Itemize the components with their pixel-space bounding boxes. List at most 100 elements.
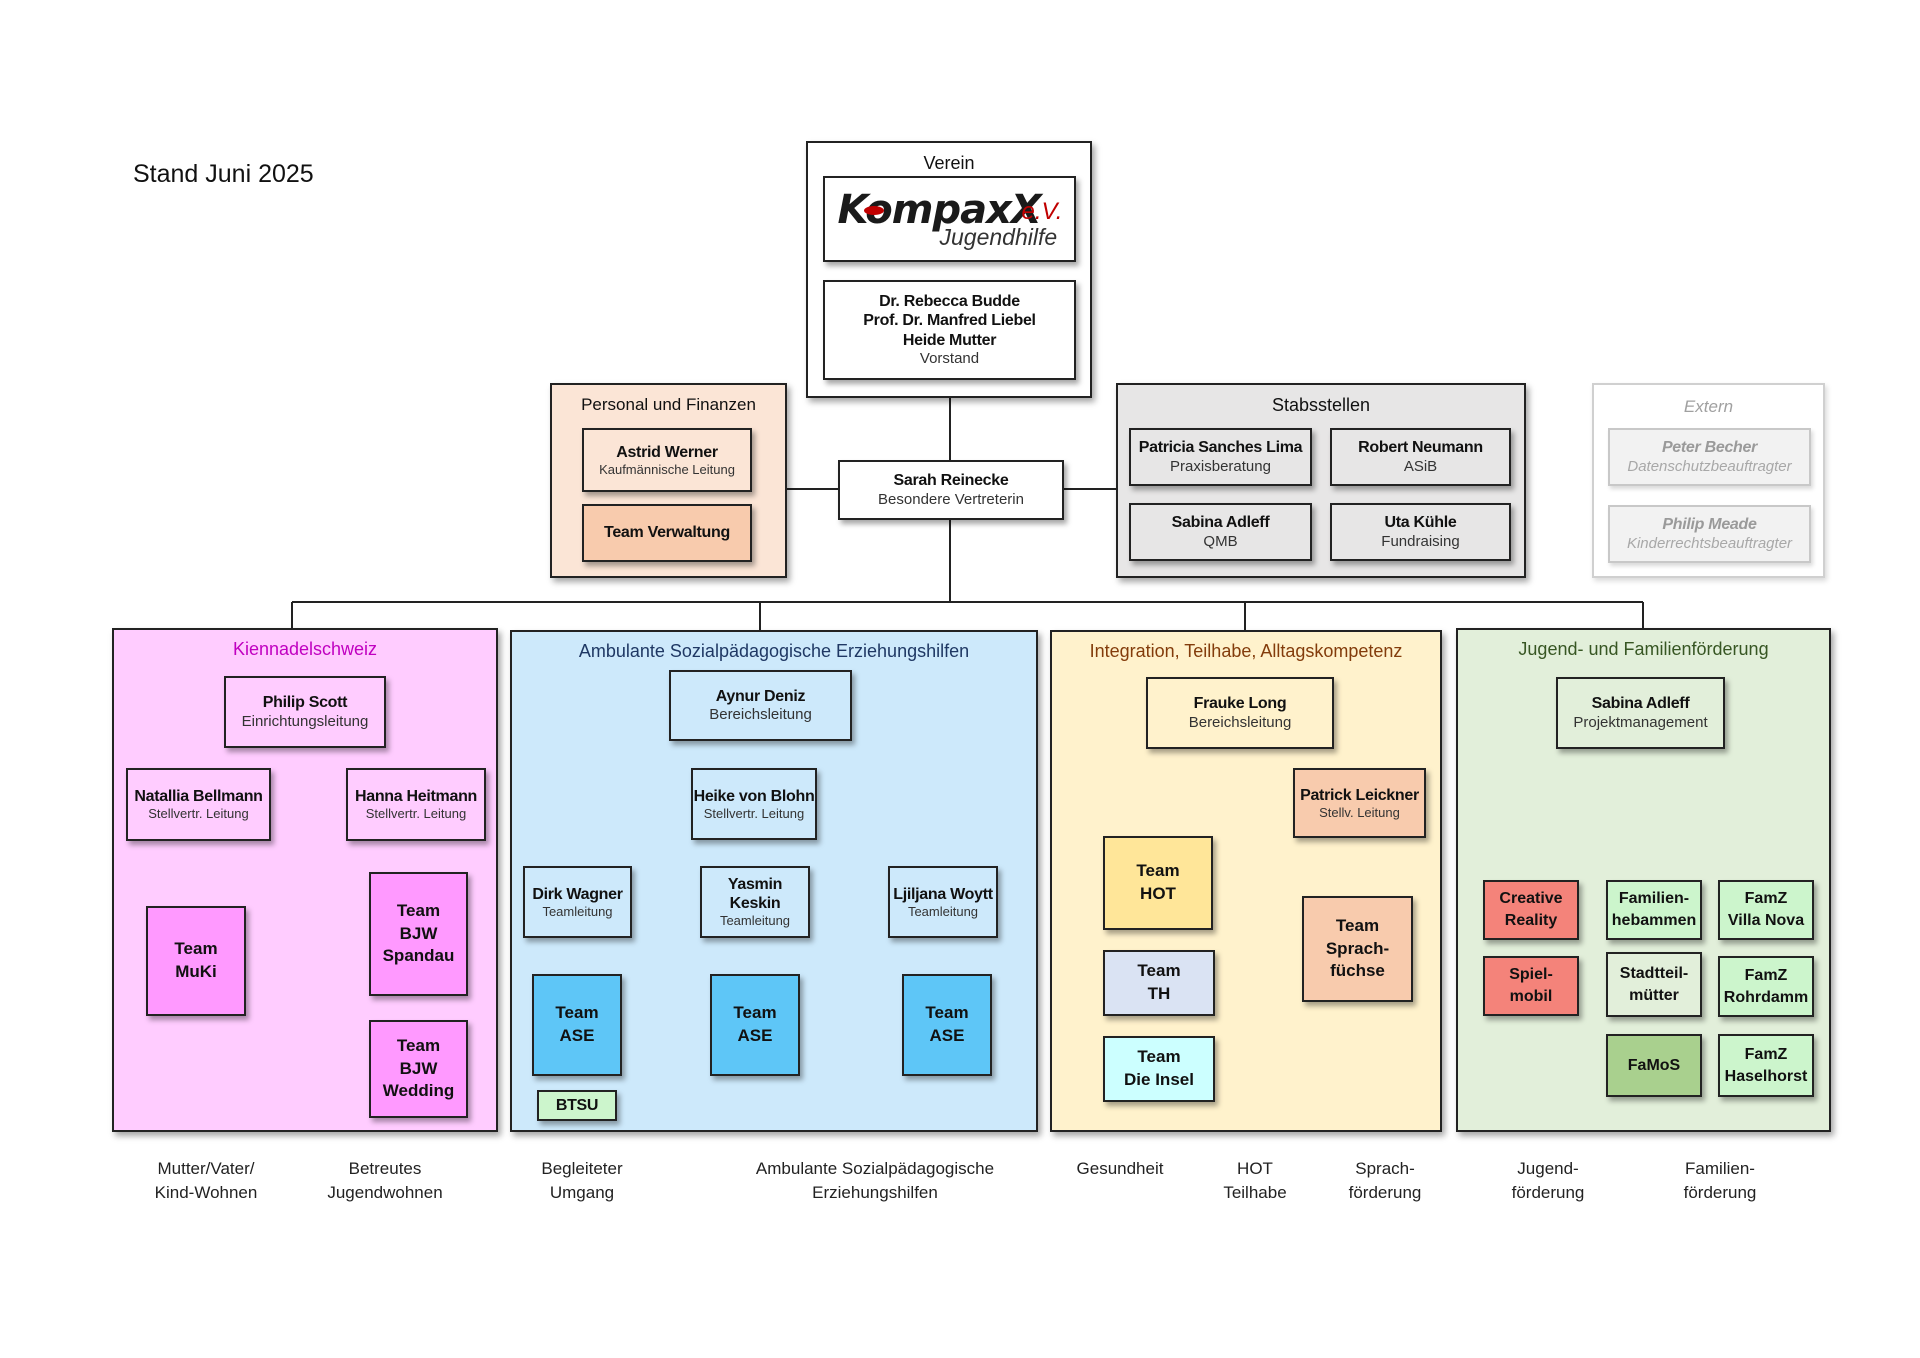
famz-rohrdamm-box: FamZ Rohrdamm <box>1718 956 1814 1017</box>
team-line: TH <box>1147 984 1171 1003</box>
team-line: Reality <box>1504 912 1558 929</box>
dep-name: Patrick Leickner <box>1300 786 1419 804</box>
board-member-1: Dr. Rebecca Budde <box>879 293 1020 311</box>
board-member-2: Prof. Dr. Manfred Liebel <box>863 312 1036 330</box>
heike-von-blohn-box: Heike von Blohn Stellvertr. Leitung <box>691 768 817 840</box>
dep-role: Stellvertr. Leitung <box>365 806 467 822</box>
head-role: Bereichsleitung <box>709 706 812 724</box>
footer-label-1: Mutter/Vater/ Kind-Wohnen <box>126 1157 286 1205</box>
teamlead-box-2: Yasmin Keskin Teamleitung <box>700 866 810 938</box>
footer-line: Kind-Wohnen <box>154 1182 258 1202</box>
spielmobil-box: Spiel- mobil <box>1483 956 1579 1016</box>
team-line: mütter <box>1629 986 1679 1004</box>
extern-role: Kinderrechtsbeauftragter <box>1626 534 1793 552</box>
team-line: FamZ <box>1744 890 1788 908</box>
team-line: füchse <box>1330 961 1385 981</box>
team-line: FaMoS <box>1627 1056 1681 1074</box>
stab-title: Stabsstellen <box>1271 395 1371 415</box>
teamlead-box-1: Dirk Wagner Teamleitung <box>523 866 632 938</box>
footer-line: Betreutes <box>348 1159 422 1178</box>
head-role: Bereichsleitung <box>1188 713 1292 731</box>
familienhebammen-box: Familien- hebammen <box>1606 880 1702 940</box>
footer-line: Teilhabe <box>1223 1182 1287 1202</box>
team-line: Spiel- <box>1509 966 1553 984</box>
logo-ev: e.V. <box>1021 198 1063 225</box>
team-line: Spandau <box>382 946 455 966</box>
sabina-adleff-box: Sabina Adleff Projektmanagement <box>1556 677 1725 749</box>
famz-villa-nova-box: FamZ Villa Nova <box>1718 880 1814 940</box>
team-line: Villa Nova <box>1727 912 1805 929</box>
team-line: HOT <box>1140 884 1176 903</box>
btsu-box: BTSU <box>537 1090 617 1121</box>
stab-item-2: Robert Neumann ASiB <box>1330 428 1511 486</box>
stab-name: Patricia Sanches Lima <box>1138 439 1303 457</box>
head-role: Kaufmännische Leitung <box>599 461 735 477</box>
team-line: Team <box>925 1003 969 1023</box>
extern-role: Datenschutzbeauftragter <box>1627 457 1792 475</box>
board-member-3: Heide Mutter <box>902 331 997 349</box>
integ-title: Integration, Teilhabe, Alltagskompetenz <box>1089 641 1403 661</box>
vorstand-box: Dr. Rebecca Budde Prof. Dr. Manfred Lieb… <box>823 280 1076 380</box>
footer-line: HOT <box>1237 1159 1273 1178</box>
astrid-werner-box: Astrid Werner Kaufmännische Leitung <box>582 428 752 492</box>
head-name: Philip Scott <box>262 694 348 712</box>
footer-label-4: Ambulante Sozialpädagogische Erziehungsh… <box>730 1157 1020 1205</box>
frauke-long-box: Frauke Long Bereichsleitung <box>1146 677 1334 749</box>
stadtteilmuetter-box: Stadtteil- mütter <box>1606 952 1702 1017</box>
extern-name: Philip Meade <box>1662 516 1757 534</box>
footer-label-2: Betreutes Jugendwohnen <box>305 1157 465 1205</box>
stab-item-1: Patricia Sanches Lima Praxisberatung <box>1129 428 1312 486</box>
footer-label-7: Sprach- förderung <box>1325 1157 1445 1205</box>
hanna-heitmann-box: Hanna Heitmann Stellvertr. Leitung <box>346 768 486 841</box>
team-line: Team <box>1335 915 1380 935</box>
dep-name: Hanna Heitmann <box>354 788 478 806</box>
lead-name: Ljiljana Woytt <box>893 885 993 903</box>
team-line: Creative <box>1499 890 1563 908</box>
team-line: Team <box>396 900 441 920</box>
verein-title: Verein <box>923 153 975 173</box>
lead-role: Teamleitung <box>719 913 791 929</box>
team-line: FamZ <box>1744 1045 1788 1063</box>
logo-swoosh-icon <box>863 206 884 215</box>
team-line: Rohrdamm <box>1723 988 1809 1006</box>
btsu-label: BTSU <box>555 1096 599 1114</box>
head-name: Frauke Long <box>1193 695 1287 713</box>
footer-line: Erziehungshilfen <box>812 1182 938 1202</box>
footer-line: Jugendwohnen <box>327 1182 443 1202</box>
stab-name: Sabina Adleff <box>1171 514 1270 532</box>
famos-box: FaMoS <box>1606 1034 1702 1097</box>
footer-line: Sprach- <box>1355 1159 1415 1178</box>
footer-label-5: Gesundheit <box>1060 1157 1180 1181</box>
team-line: FamZ <box>1744 966 1788 984</box>
stab-name: Uta Kühle <box>1384 514 1457 532</box>
extern-item-2: Philip Meade Kinderrechtsbeauftragter <box>1608 505 1811 563</box>
footer-label-8: Jugend- förderung <box>1488 1157 1608 1205</box>
head-role: Projektmanagement <box>1573 713 1708 731</box>
team-line: Stadtteil- <box>1619 964 1689 982</box>
team-line: ASE <box>559 1026 595 1045</box>
footer-line: förderung <box>1511 1182 1585 1202</box>
team-line: Team <box>174 939 218 959</box>
footer-line: Mutter/Vater/ <box>157 1159 255 1178</box>
extern-name: Peter Becher <box>1661 439 1758 457</box>
stab-role: QMB <box>1203 532 1238 550</box>
dep-role: Stellvertr. Leitung <box>703 805 805 821</box>
footer-line: förderung <box>1348 1182 1422 1202</box>
team-line: ASE <box>929 1026 965 1045</box>
team-line: Team <box>1136 861 1180 881</box>
patrick-leickner-box: Patrick Leickner Stellv. Leitung <box>1293 768 1426 838</box>
lead-role: Teamleitung <box>542 903 613 919</box>
board-role: Vorstand <box>919 349 980 367</box>
ase-title: Ambulante Sozialpädagogische Erziehungsh… <box>578 641 970 661</box>
sarah-reinecke-box: Sarah Reinecke Besondere Vertreterin <box>838 460 1064 520</box>
dep-role: Stellvertr. Leitung <box>148 806 249 822</box>
team-line: mobil <box>1509 988 1553 1005</box>
extern-item-1: Peter Becher Datenschutzbeauftragter <box>1608 428 1811 486</box>
footer-line: Ambulante Sozialpädagogische <box>755 1159 995 1178</box>
team-muki-box: Team MuKi <box>146 906 246 1016</box>
philip-scott-box: Philip Scott Einrichtungsleitung <box>224 676 386 748</box>
footer-line: Gesundheit <box>1076 1159 1164 1178</box>
team-line: BJW <box>399 923 438 943</box>
famz-haselhorst-box: FamZ Haselhorst <box>1718 1034 1814 1097</box>
team-line: Team <box>733 1003 777 1023</box>
